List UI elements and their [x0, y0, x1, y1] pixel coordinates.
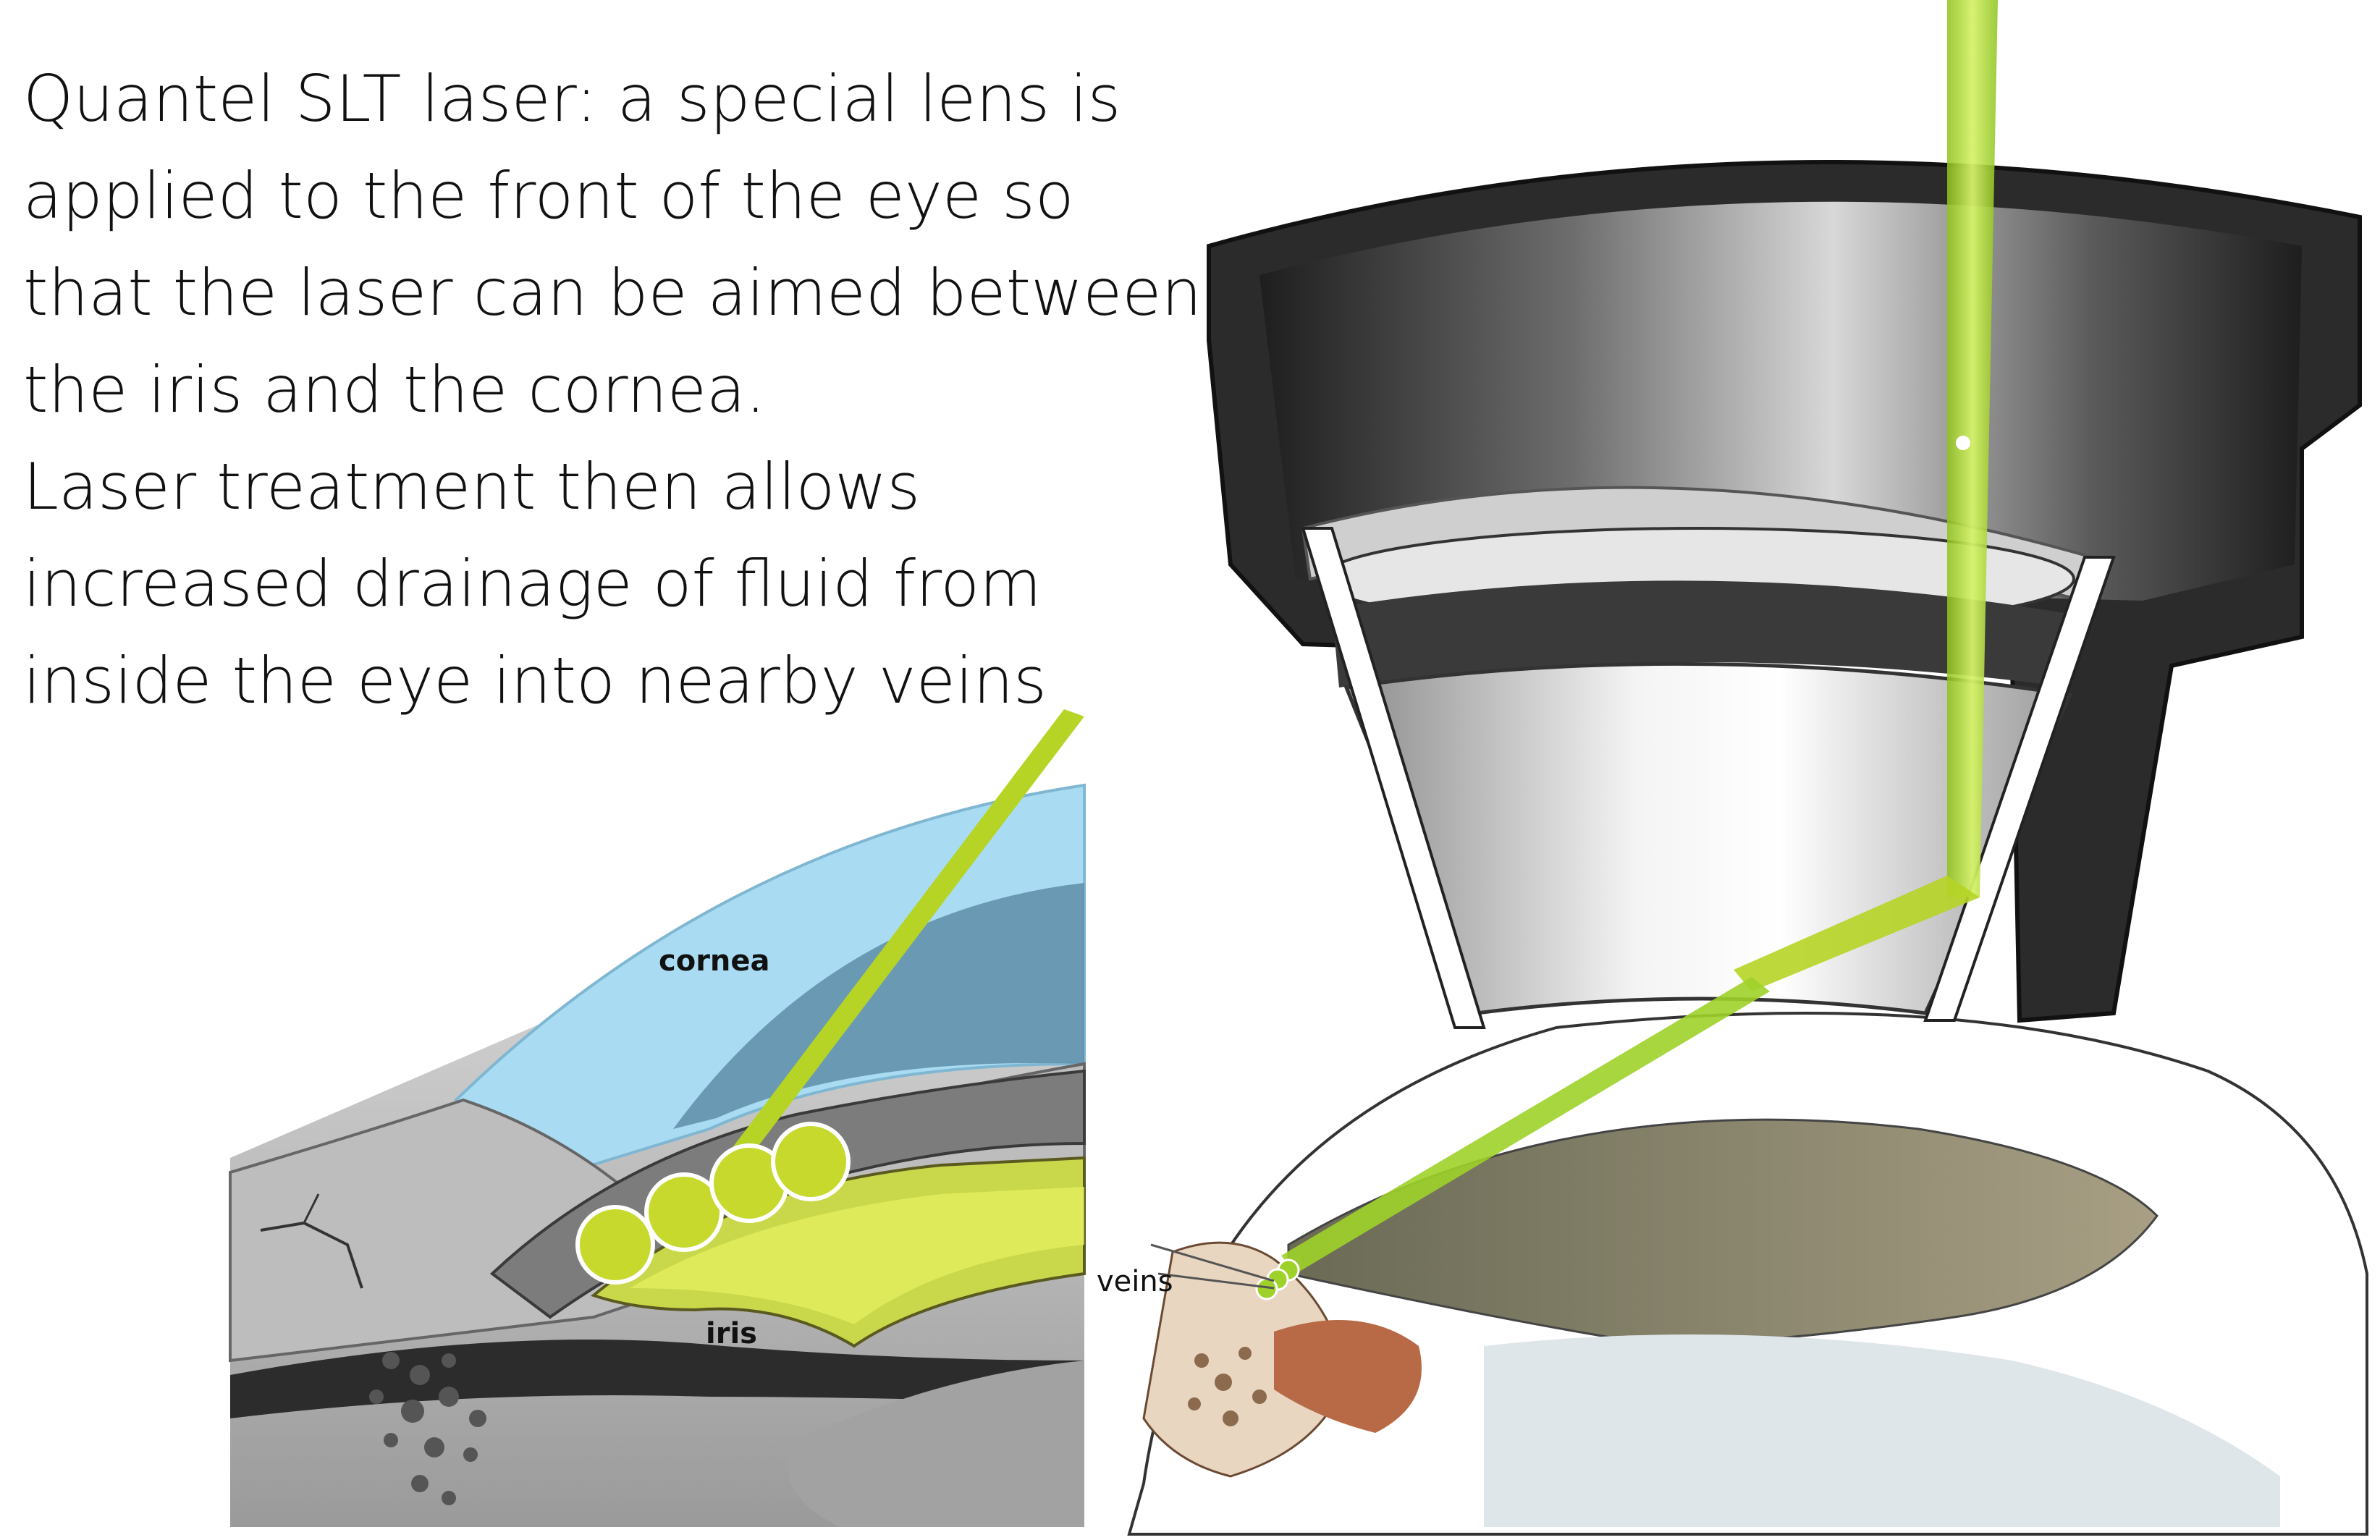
label-iris: iris: [706, 1317, 757, 1350]
caption-line-4: the iris and the cornea.: [23, 352, 766, 427]
caption-line-3: that the laser can be aimed between: [23, 255, 1202, 330]
caption: Quantel SLT laser: a special lens is app…: [23, 51, 1210, 729]
inset-laser-beam: [720, 709, 1084, 1172]
label-cornea: cornea: [659, 944, 770, 978]
label-veins: veins: [1097, 1265, 1173, 1298]
iris-texture: [1287, 1118, 2159, 1348]
laser-beam-reflected: [1734, 876, 1980, 991]
caption-line-5: Laser treatment then allows: [23, 449, 921, 524]
caption-line-6: increased drainage of fluid from: [23, 546, 1042, 621]
caption-line-7: inside the eye into nearby veins: [23, 643, 1047, 718]
slt-lens-illustration: [1127, 0, 2368, 1536]
vein-dots: [369, 1352, 486, 1505]
cross-section-inset: [229, 709, 1086, 1527]
caption-line-1: Quantel SLT laser: a special lens is: [23, 62, 1121, 136]
laser-beam-vertical: [1947, 0, 1998, 897]
laser-beam-target: [1281, 977, 1770, 1274]
laser-spots: [575, 1122, 851, 1285]
caption-line-2: applied to the front of the eye so: [23, 158, 1074, 233]
cornea-shape: [454, 783, 1086, 1189]
